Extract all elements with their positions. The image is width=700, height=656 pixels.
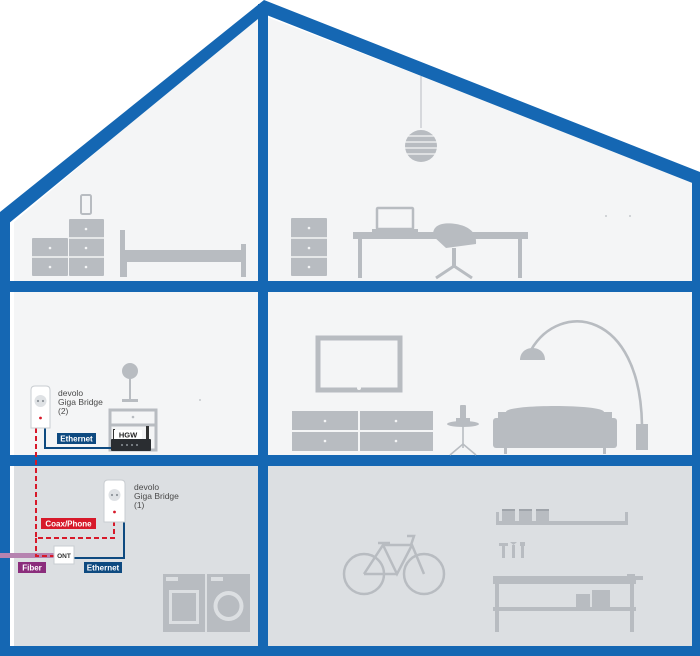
ont-label: ONT: [57, 553, 71, 560]
floor-upper: [0, 281, 700, 292]
arc-floor-lamp: [529, 320, 644, 426]
basement-right-background: [268, 466, 692, 646]
coax-phone-label: Coax/Phone: [45, 520, 92, 529]
attic-background: [14, 14, 692, 282]
ethernet-top-label: Ethernet: [60, 435, 93, 444]
floor-bottom: [0, 646, 700, 656]
bridge-2-model: Giga Bridge: [58, 397, 103, 407]
living-room: [292, 320, 648, 456]
ethernet-top-tag: [57, 433, 96, 444]
table-lamp: [122, 363, 138, 379]
ont-box: [53, 545, 75, 565]
socket-icon: [34, 395, 47, 407]
coax-phone-tag: [41, 518, 96, 529]
ethernet-bottom-label: Ethernet: [87, 564, 120, 573]
ethernet-line-top: [44, 428, 112, 449]
cordless-phone-icon: [460, 405, 466, 419]
floor-ground: [0, 455, 700, 466]
bridge-1-name: devolo: [134, 482, 159, 492]
hgw-router: [111, 426, 151, 451]
office-chair: [432, 223, 477, 248]
coax-phone-line: [35, 428, 115, 539]
tools-icon: [502, 545, 505, 558]
sofa: [498, 406, 612, 448]
smartphone-icon: [80, 194, 92, 215]
socket-icon: [108, 489, 121, 501]
wall-center: [258, 4, 268, 656]
storage-room: [342, 509, 643, 632]
wall-right: [692, 172, 700, 656]
fiber-label: Fiber: [22, 564, 42, 573]
network-connections: [0, 428, 125, 559]
bed: [120, 250, 246, 262]
fiber-tag: [18, 562, 46, 573]
bridge-1-number: (1): [134, 500, 145, 510]
roof-right: [264, 0, 700, 186]
bicycle-icon: [342, 534, 446, 596]
bridge-2-number: (2): [58, 406, 69, 416]
hgw-label: HGW: [119, 431, 138, 440]
wall-left: [0, 212, 10, 656]
giga-bridge-1: [103, 479, 126, 523]
ethernet-bottom-tag: [84, 562, 122, 573]
bridge-2-name: devolo: [58, 388, 83, 398]
workbench: [493, 576, 636, 584]
pendant-lamp: [405, 130, 437, 162]
roof-left: [0, 0, 264, 224]
office: [291, 76, 631, 280]
giga-bridge-2: [30, 385, 51, 429]
laundry: [163, 574, 250, 632]
bridge-1-model: Giga Bridge: [134, 491, 179, 501]
bedroom: [32, 194, 246, 277]
fiber-cable: [0, 553, 56, 558]
wall-shelf: [496, 521, 628, 525]
ethernet-line-bottom: [73, 522, 125, 559]
